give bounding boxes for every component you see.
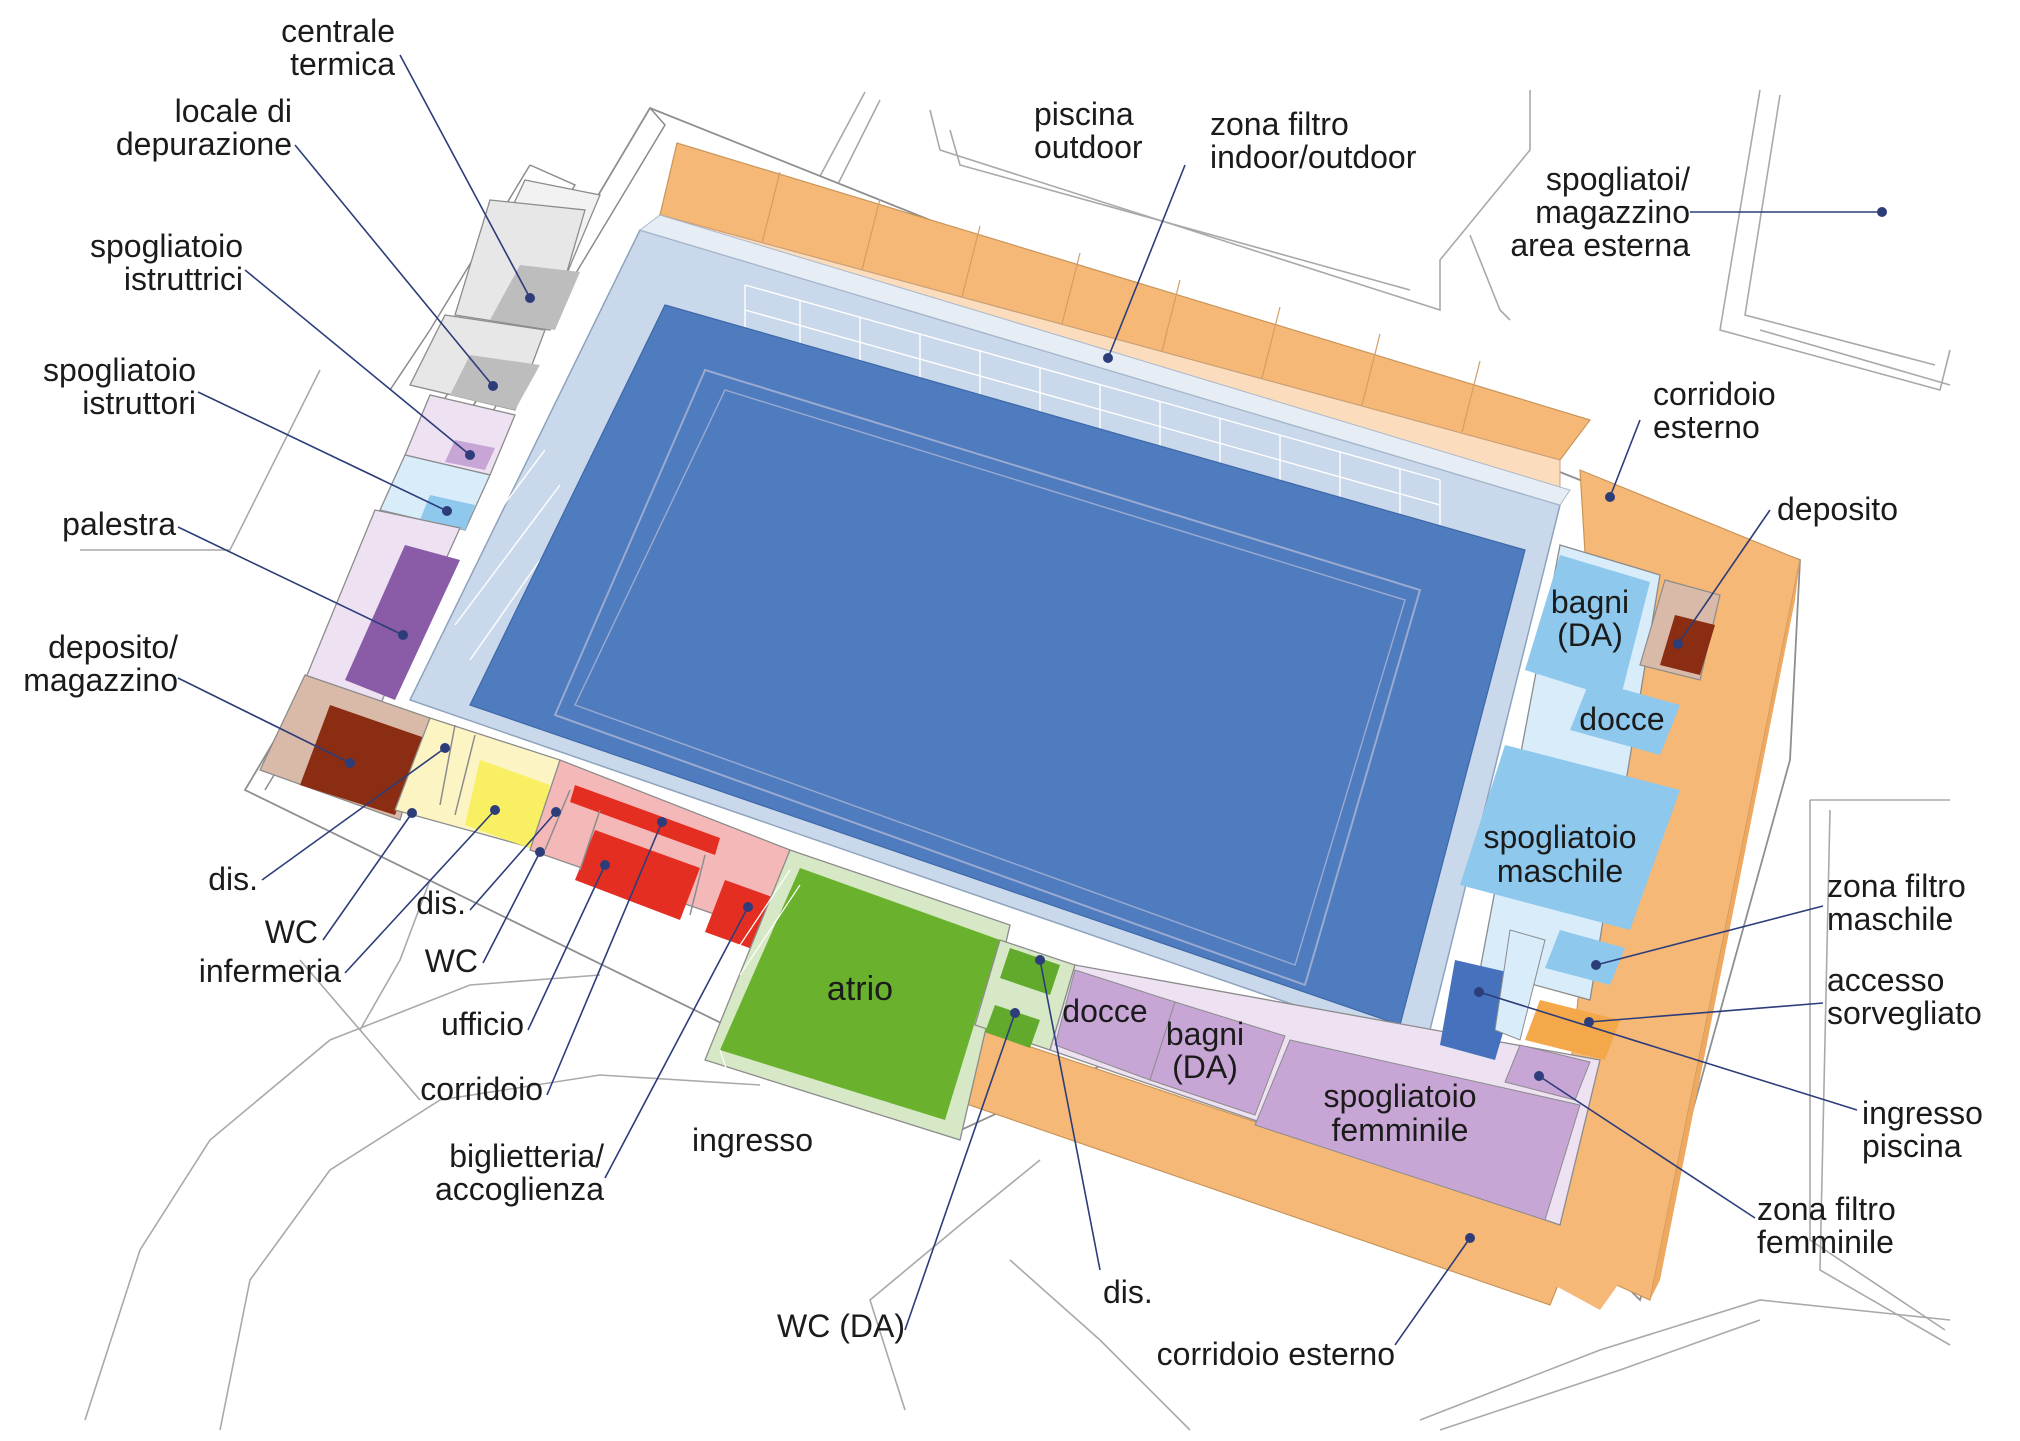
spogliatoio-maschile-room	[1460, 745, 1680, 930]
label-deposito-right: deposito	[1777, 491, 1898, 527]
room-label-bagni-da-right: bagni(DA)	[1551, 584, 1629, 653]
room-label-docce-right: docce	[1579, 701, 1664, 737]
room-label-atrio: atrio	[827, 970, 893, 1008]
label-dis-left: dis.	[208, 861, 258, 897]
room-label-docce-bottom: docce	[1062, 993, 1147, 1029]
label-dis-mid: dis.	[416, 885, 466, 921]
bagni-da-femminili-room	[1149, 1001, 1286, 1116]
label-biglietteria: biglietteria/accoglienza	[435, 1138, 604, 1207]
bagni-da-maschili-room	[1525, 555, 1650, 700]
label-corridoio-esterno-bottom: corridoio esterno	[1157, 1336, 1395, 1372]
label-corridoio: corridoio	[420, 1071, 543, 1107]
zona-filtro-maschile-room	[1545, 930, 1625, 985]
label-ingresso: ingresso	[692, 1122, 813, 1158]
leader-lines	[177, 54, 1887, 1346]
label-wc-left: WC	[265, 914, 318, 950]
room-label-bagni-da-bottom: bagni(DA)	[1166, 1016, 1244, 1085]
spogliatoio-femminile-room	[1254, 1039, 1581, 1221]
label-deposito-magazzino: deposito/magazzino	[23, 629, 178, 698]
corridoio-strip	[570, 785, 720, 855]
atrio-room	[720, 868, 1000, 1120]
deposito-right-room	[1660, 615, 1715, 675]
label-ufficio: ufficio	[441, 1006, 524, 1042]
building	[243, 106, 1801, 1310]
label-wc-da: WC (DA)	[777, 1308, 905, 1344]
site-context-lines	[80, 89, 1951, 1431]
label-dis-bottom: dis.	[1103, 1274, 1153, 1310]
ufficio-room	[575, 830, 700, 920]
wc-da-room-bottom	[985, 1005, 1040, 1048]
label-wc-mid: WC	[425, 943, 478, 979]
accesso-sorvegliato-room	[1525, 1000, 1620, 1060]
label-infermeria: infermeria	[199, 953, 341, 989]
ingresso-piscina-room	[1440, 960, 1520, 1060]
label-palestra: palestra	[62, 506, 176, 542]
docce-maschili-room	[1570, 680, 1680, 755]
